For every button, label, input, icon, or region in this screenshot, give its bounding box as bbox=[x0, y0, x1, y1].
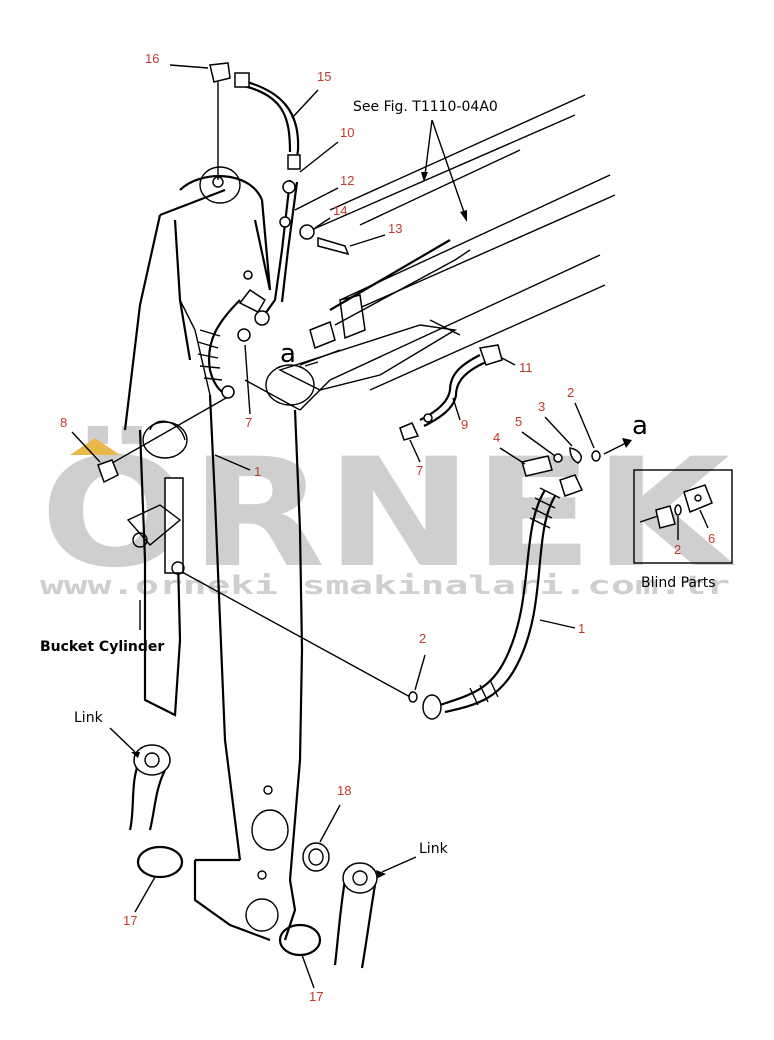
callout-2-lower: 2 bbox=[419, 631, 426, 646]
callout-10: 10 bbox=[340, 125, 354, 140]
view-marker-a-upper: a bbox=[280, 339, 296, 369]
see-fig-arrow-2 bbox=[431, 119, 466, 216]
small-parts bbox=[408, 447, 601, 703]
callout-18: 18 bbox=[337, 783, 351, 798]
callout-11: 11 bbox=[519, 360, 533, 375]
manifold-block bbox=[299, 239, 471, 366]
link-right-label: Link bbox=[419, 841, 449, 857]
fitting-8 bbox=[97, 459, 119, 484]
arrow-head-2 bbox=[460, 210, 467, 222]
pipe-upper bbox=[238, 179, 350, 326]
pipe-9 bbox=[399, 344, 503, 441]
o-ring-17-left bbox=[136, 845, 184, 879]
watermark-url: www.orneki smakinalari.com.tr bbox=[40, 571, 730, 601]
callout-12: 12 bbox=[340, 173, 354, 188]
callout-9: 9 bbox=[461, 417, 468, 432]
callout-15: 15 bbox=[317, 69, 331, 84]
watermark-brand: ÖRNEK bbox=[40, 425, 736, 601]
callout-3: 3 bbox=[538, 399, 545, 414]
callout-7-right: 7 bbox=[416, 463, 423, 478]
callout-5: 5 bbox=[515, 414, 522, 429]
hose-15 bbox=[234, 72, 301, 170]
watermark-accent-icon bbox=[70, 438, 120, 455]
callouts: 16 15 10 12 14 13 11 2 3 5 4 9 7 7 8 1 1… bbox=[60, 51, 715, 1004]
hose-arm-upper bbox=[99, 299, 251, 471]
callout-6: 6 bbox=[708, 531, 715, 546]
callout-17-right: 17 bbox=[309, 989, 323, 1004]
washer-18 bbox=[302, 842, 330, 872]
callout-7-left: 7 bbox=[245, 415, 252, 430]
link-right-leader bbox=[381, 856, 417, 873]
callout-4: 4 bbox=[493, 430, 500, 445]
watermark: ÖRNEK www.orneki smakinalari.com.tr bbox=[40, 425, 736, 601]
callout-14: 14 bbox=[333, 203, 347, 218]
bucket-cylinder-label: Bucket Cylinder bbox=[40, 639, 164, 655]
arrow-head-1 bbox=[421, 172, 428, 182]
link-left-label: Link bbox=[74, 710, 104, 726]
callout-1-right: 1 bbox=[578, 621, 585, 636]
callout-8: 8 bbox=[60, 415, 67, 430]
link-right bbox=[333, 862, 378, 969]
callout-17-left: 17 bbox=[123, 913, 137, 928]
callout-2-upper: 2 bbox=[567, 385, 574, 400]
see-fig-label: See Fig. T1110-04A0 bbox=[353, 99, 498, 115]
arm bbox=[123, 166, 331, 942]
fitting-16 bbox=[209, 62, 231, 180]
o-ring-17-right bbox=[278, 923, 322, 957]
link-left-leader bbox=[109, 727, 136, 753]
view-marker-a-right: a bbox=[632, 411, 648, 441]
see-fig-arrow-1 bbox=[424, 119, 433, 176]
blind-parts-box: Blind Parts bbox=[633, 469, 733, 591]
hose-1 bbox=[181, 474, 584, 720]
blind-parts-label: Blind Parts bbox=[641, 575, 716, 591]
callout-16: 16 bbox=[145, 51, 159, 66]
bucket-cylinder bbox=[126, 420, 188, 717]
callout-13: 13 bbox=[388, 221, 402, 236]
callout-2-blind: 2 bbox=[674, 542, 681, 557]
link-left bbox=[128, 744, 171, 831]
callout-1-left: 1 bbox=[254, 464, 261, 479]
